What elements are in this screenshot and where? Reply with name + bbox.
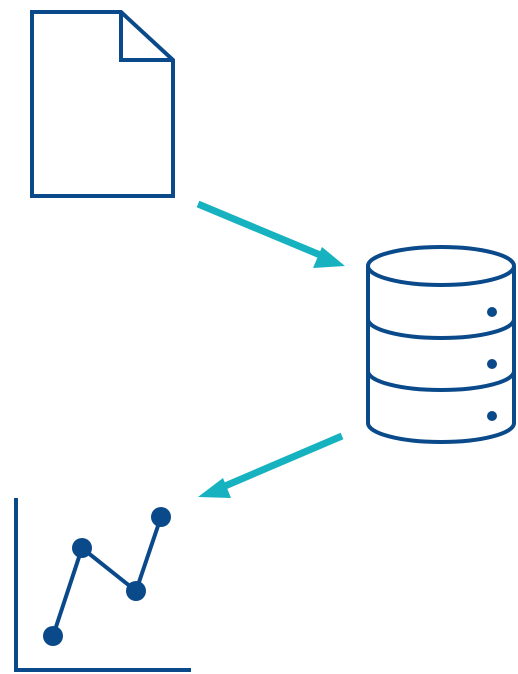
document-outline xyxy=(30,10,175,198)
database-icon xyxy=(366,245,516,444)
chart-line xyxy=(51,516,163,637)
arrow-shaft xyxy=(216,432,344,493)
chart-point xyxy=(126,581,146,601)
arrow-head xyxy=(198,478,231,498)
arrow-head xyxy=(313,247,345,268)
database-divider-2 xyxy=(366,370,516,392)
arrow-database-to-chart xyxy=(198,432,344,498)
chart-point xyxy=(151,507,171,527)
document-fold xyxy=(119,12,173,62)
database-indicator-dot xyxy=(487,307,497,317)
arrow-document-to-database xyxy=(196,200,345,268)
database-top xyxy=(366,245,516,287)
database-divider-1 xyxy=(366,318,516,340)
document-icon xyxy=(30,10,175,198)
line-chart-icon xyxy=(14,498,191,672)
database-indicator-dot xyxy=(487,411,497,421)
chart-axes xyxy=(14,498,191,672)
database-indicator-dot xyxy=(487,359,497,369)
chart-point xyxy=(72,538,92,558)
arrow-shaft xyxy=(196,200,327,261)
chart-point xyxy=(43,626,63,646)
database-body xyxy=(366,266,516,444)
